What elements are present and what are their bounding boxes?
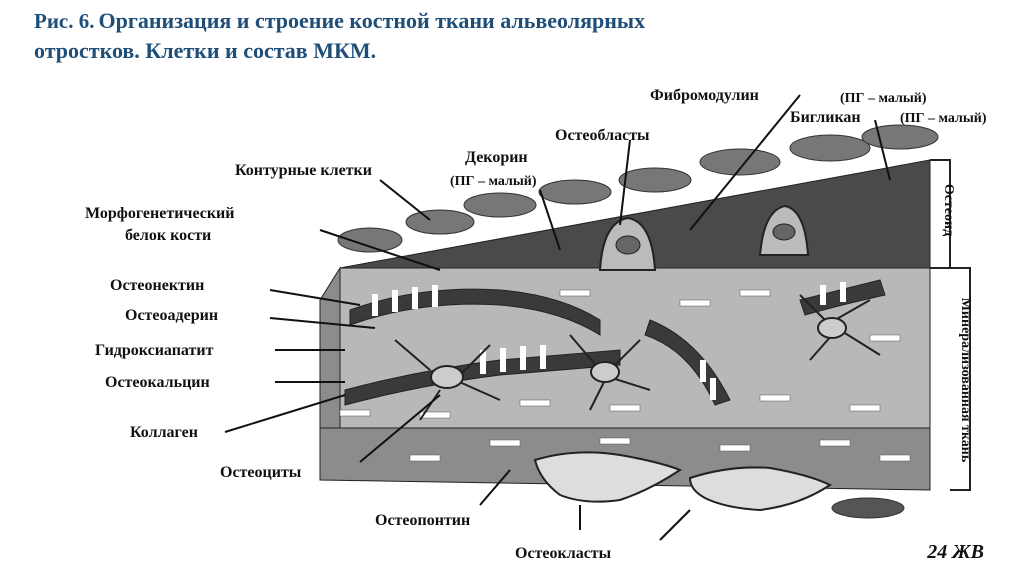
figure-title: Рис. 6. Организация и строение костной т… [34, 6, 934, 66]
biglycan-label: Бигликан [790, 109, 861, 126]
pg-small-label-3: (ПГ – малый) [450, 174, 537, 189]
bmp-label-2: белок кости [125, 227, 211, 244]
title-line-2: отростков. Клетки и состав МКМ. [34, 38, 377, 63]
leader-lines [224, 94, 891, 541]
title-line-1: Организация и строение костной ткани аль… [98, 8, 646, 33]
fibromodulin-label: Фибромодулин [650, 87, 759, 104]
mineralized-label: Минерализованная ткань [958, 298, 973, 463]
collagen-label: Коллаген [130, 424, 198, 441]
osteoadherin-label: Остеоадерин [125, 307, 218, 324]
hydroxyapatite-crystals [339, 289, 911, 462]
contour-cells-label: Контурные клетки [235, 162, 372, 179]
osteocyte-cells [394, 294, 881, 421]
osteoblast-cells [598, 204, 810, 271]
figure-number: Рис. 6. [34, 9, 95, 33]
osteopontin-label: Остеопонтин [375, 512, 470, 529]
osteoblasts-label: Остеобласты [555, 127, 650, 144]
osteoclasts-label: Остеокласты [515, 545, 612, 562]
collagen-stripes [372, 282, 846, 400]
osteocyte-bodies [430, 317, 847, 389]
osteoid-label: Остеоид [941, 184, 956, 236]
osteoclast-cells [533, 451, 832, 512]
pg-small-label-2: (ПГ – малый) [900, 111, 987, 126]
contour-cells [337, 124, 939, 519]
osteonectin-label: Остеонектин [110, 277, 204, 294]
hydroxyapatite-label: Гидроксиапатит [95, 342, 214, 359]
bmp-label-1: Морфогенетический [85, 205, 235, 222]
pg-small-label-1: (ПГ – малый) [840, 91, 927, 106]
decorin-label: Декорин [465, 149, 528, 166]
osteocalcin-label: Остеокальцин [105, 374, 210, 391]
credit-note: 24 ЖВ [927, 541, 984, 563]
osteocytes-label: Остеоциты [220, 464, 302, 481]
side-bracket [930, 159, 971, 491]
